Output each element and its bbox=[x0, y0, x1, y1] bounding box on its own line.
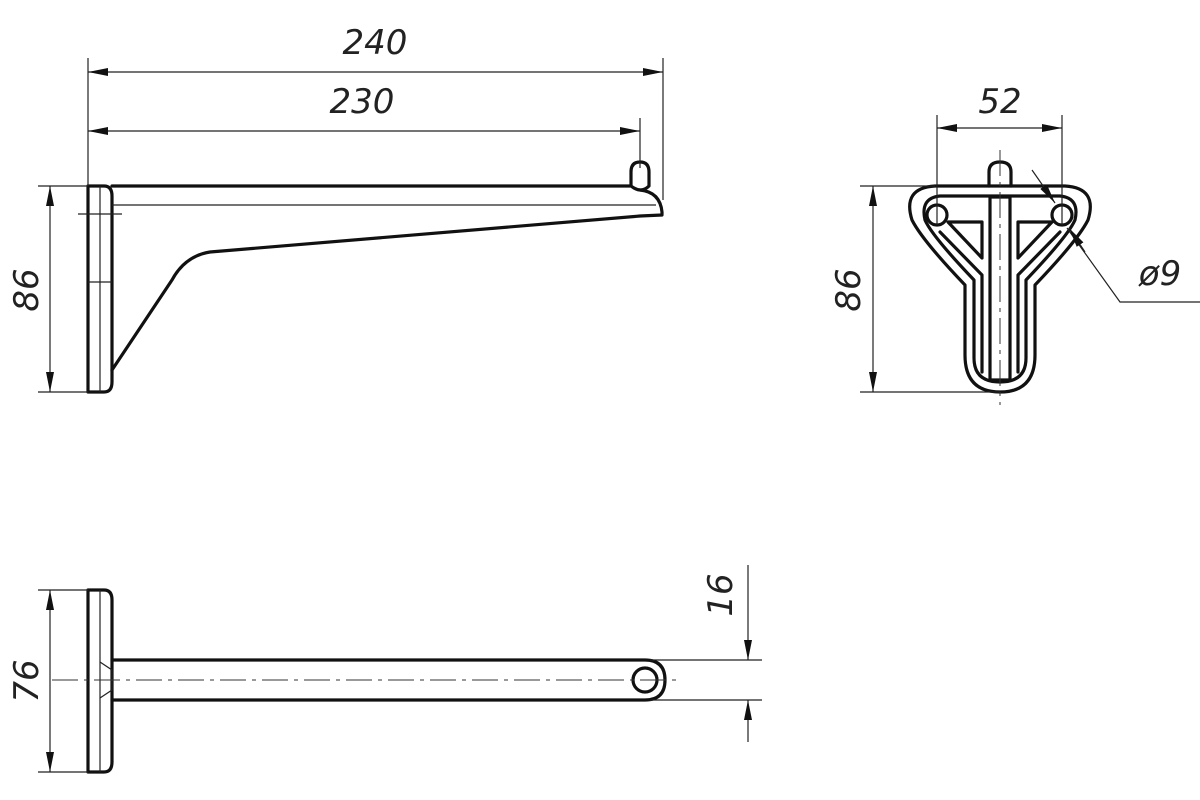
bracket-outline bbox=[908, 184, 1092, 394]
dimension-label-diameter-9: ø9 bbox=[1138, 254, 1181, 294]
wall-plate bbox=[86, 184, 114, 394]
diameter-leader-line bbox=[1066, 227, 1200, 303]
dimension-label-240: 240 bbox=[343, 23, 408, 63]
dimension-label-76: 76 bbox=[7, 659, 47, 702]
gusset-ribs bbox=[946, 220, 1054, 260]
side-view: 52 86 ø9 bbox=[829, 82, 1200, 405]
diameter-arrow bbox=[1068, 227, 1086, 253]
dimension-label-230: 230 bbox=[330, 82, 395, 122]
diagonal-ribs bbox=[938, 230, 1062, 374]
front-view: 240 230 86 bbox=[7, 23, 664, 394]
diameter-arrow bbox=[1031, 169, 1056, 204]
stop-knob bbox=[629, 160, 651, 192]
dimension-label-86-side: 86 bbox=[829, 268, 869, 311]
dimension-label-16: 16 bbox=[701, 573, 741, 616]
bracket-arm bbox=[110, 184, 664, 372]
dimension-label-52: 52 bbox=[978, 82, 1021, 122]
dimension-label-86: 86 bbox=[7, 268, 47, 311]
wall-plate-top bbox=[86, 588, 114, 774]
top-view: 76 16 bbox=[7, 565, 762, 774]
